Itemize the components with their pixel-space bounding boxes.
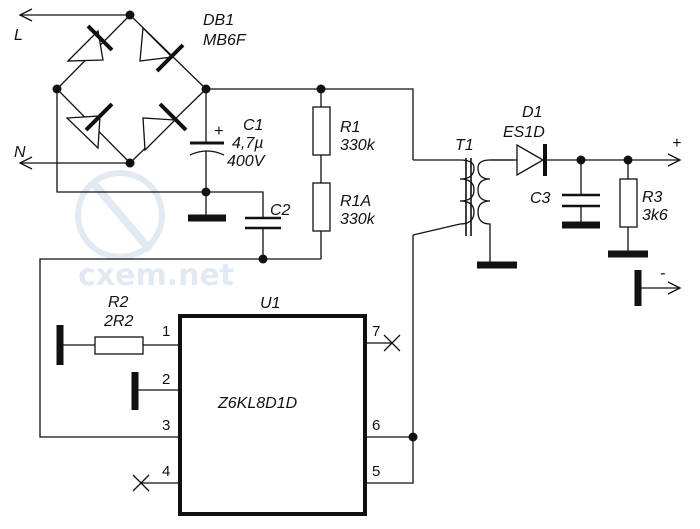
watermark-stroke: [91, 182, 154, 253]
c1-value-label: 4,7µ: [232, 135, 263, 152]
u1-body: [178, 314, 367, 516]
u1-pin5-label: 5: [372, 463, 380, 480]
r1a-value-label: 330k: [340, 211, 376, 228]
output-minus-label: -: [660, 265, 665, 282]
c3-ref-label: C3: [530, 190, 551, 207]
c2-ref-label: C2: [270, 202, 291, 219]
c1-polarity-label: +: [214, 123, 223, 140]
d1-diode-icon: [516, 143, 545, 177]
bridge-diode-4-icon: [142, 102, 188, 152]
hv-rail-wire: [206, 88, 414, 160]
r1a-ref-label: R1A: [340, 193, 371, 210]
capacitor-c2: C2: [206, 191, 291, 259]
u1-pin7-label: 7: [372, 323, 380, 340]
output-plus-label: +: [672, 135, 681, 152]
watermark-logo: cxem.net: [75, 170, 234, 293]
bridge-diamond: [56, 14, 207, 164]
output-negative-terminal: -: [634, 265, 682, 306]
u1-pin4-label: 4: [162, 463, 170, 480]
u1-ref-label: U1: [260, 295, 280, 312]
c1-ref-label: C1: [243, 117, 263, 134]
r3-ref-label: R3: [642, 189, 663, 206]
line-l-label: L: [14, 27, 23, 44]
pin4-x-icon: [132, 474, 150, 492]
t1-ref-label: T1: [455, 137, 474, 154]
t1-primary-winding: [412, 159, 475, 236]
pin7-no-connect: [365, 334, 401, 352]
input-terminals: L N: [14, 8, 130, 170]
capacitor-c3: C3: [530, 155, 600, 229]
db1-part-label: MB6F: [203, 32, 247, 49]
r1-ref-label: R1: [340, 119, 360, 136]
pin4-no-connect: [132, 474, 180, 492]
u1-pin6-label: 6: [372, 417, 380, 434]
line-n-label: N: [14, 144, 26, 161]
pin2-ground: [131, 372, 180, 410]
resistor-r3: R3 3k6: [608, 155, 668, 258]
u1-pin3-label: 3: [162, 417, 170, 434]
output-negative-arrow-icon: [667, 281, 682, 295]
output-positive-arrow-icon: [667, 153, 682, 167]
u1-part-label: Z6KL8D1D: [217, 395, 298, 412]
r1-value-label: 330k: [340, 137, 376, 154]
bridge-diode-3-icon: [65, 102, 114, 150]
r3-value-label: 3k6: [642, 207, 668, 224]
vcc-feedback-wire: [39, 258, 321, 438]
pin7-x-icon: [383, 334, 401, 352]
bridge-rectifier: DB1 MB6F: [52, 10, 247, 168]
d1-part-label: ES1D: [503, 124, 545, 141]
ic-u1: U1 Z6KL8D1D 1 2 3 4 5 6 7: [162, 295, 380, 516]
resistor-r1: R1 330k: [312, 84, 376, 183]
t1-secondary-winding: [477, 159, 513, 265]
c1-voltage-label: 400V: [227, 153, 266, 170]
u1-pin2-label: 2: [162, 371, 170, 388]
resistor-r2: R2 2R2: [56, 294, 180, 365]
line-n-arrow-icon: [18, 156, 33, 170]
r2-value-label: 2R2: [103, 313, 133, 330]
db1-ref-label: DB1: [203, 12, 234, 29]
watermark-ring: [75, 170, 165, 260]
drain-wire: [365, 235, 418, 484]
capacitor-c1: + C1 4,7µ 400V: [188, 89, 266, 222]
bridge-diode-1-icon: [66, 24, 114, 62]
resistor-r1a: R1A 330k: [312, 182, 376, 259]
line-l-arrow-icon: [18, 8, 33, 22]
r2-ref-label: R2: [108, 294, 129, 311]
watermark-text: cxem.net: [78, 258, 234, 293]
diode-d1: D1 ES1D: [490, 104, 547, 177]
bridge-diode-2-icon: [139, 26, 185, 73]
u1-pin1-label: 1: [162, 323, 170, 340]
d1-ref-label: D1: [522, 104, 542, 121]
transformer-t1: T1: [412, 137, 517, 269]
bridge-negative-wire: [56, 89, 206, 193]
